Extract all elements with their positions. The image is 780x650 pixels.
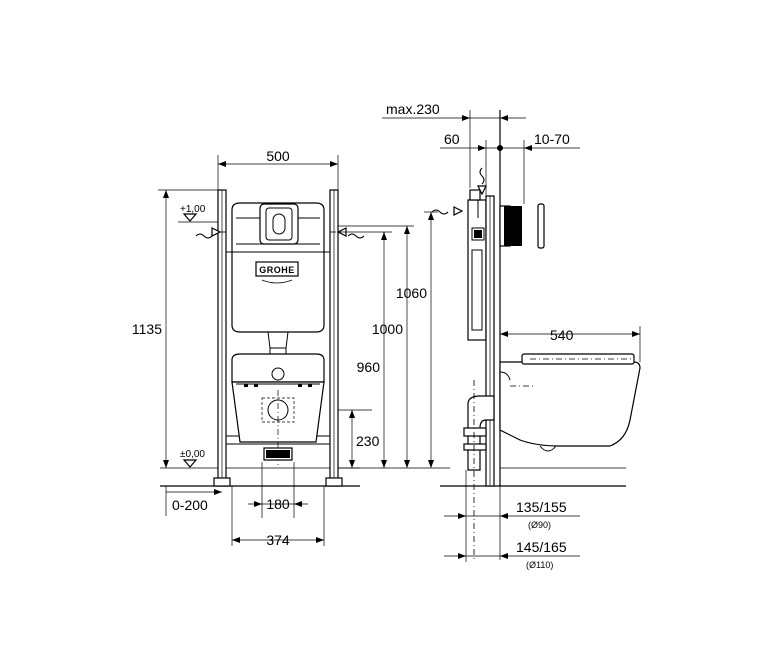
flush-plate-side — [499, 203, 545, 249]
dim-374-label: 374 — [266, 532, 290, 548]
dim-145-165: 145/165 (Ø110) — [444, 522, 580, 570]
logo-text: GROHE — [259, 265, 295, 275]
dim-540: 540 — [500, 326, 641, 362]
dim-180-label: 180 — [266, 496, 290, 512]
dim-145-165-diameter: (Ø110) — [526, 560, 553, 570]
side-view: max.230 60 10-70 540 — [382, 101, 641, 570]
dim-540-label: 540 — [550, 327, 574, 343]
dim-0-200-label: 0-200 — [172, 497, 208, 513]
dim-60-label: 60 — [444, 131, 460, 147]
level-marker-top: +1,00 — [178, 204, 218, 223]
cistern: GROHE — [231, 202, 325, 357]
drain-pipe-side — [463, 380, 495, 560]
dim-1000-label: 1000 — [372, 321, 403, 337]
dim-0-200: 0-200 — [165, 486, 222, 516]
dim-500: 500 — [217, 148, 339, 190]
dim-180: 180 — [248, 462, 308, 518]
dim-960: 960 — [338, 231, 392, 468]
dim-60: 60 — [440, 131, 500, 196]
front-view: GROHE — [132, 148, 450, 548]
cistern-side — [467, 189, 495, 487]
water-inlet-left — [195, 227, 222, 239]
dim-1135-label: 1135 — [132, 321, 162, 337]
water-inlet-side — [431, 167, 487, 216]
dim-500-label: 500 — [266, 148, 290, 164]
level-top-label: +1,00 — [180, 204, 206, 215]
grohe-logo — [255, 261, 299, 277]
drain-outlet-front — [271, 367, 285, 381]
dim-1060-label: 1060 — [396, 285, 427, 301]
flush-plate — [259, 203, 299, 245]
level-zero-label: ±0,00 — [180, 449, 205, 460]
dim-135-155: 135/155 (Ø90) — [444, 470, 580, 560]
dim-10-70: 10-70 — [497, 131, 580, 204]
dim-max-230-label: max.230 — [386, 101, 440, 117]
dim-135-155-diameter: (Ø90) — [528, 520, 551, 530]
dim-374: 374 — [231, 486, 325, 548]
dim-max-230: max.230 — [382, 101, 526, 188]
dim-10-70-label: 10-70 — [534, 131, 570, 147]
dim-145-165-label: 145/165 — [516, 539, 567, 555]
wc-pan-front — [231, 353, 325, 466]
dim-1000: 1000 — [338, 225, 414, 468]
dim-135-155-label: 135/155 — [516, 499, 567, 515]
dim-1135: 1135 — [132, 189, 218, 468]
level-marker-zero: ±0,00 — [180, 449, 205, 468]
water-inlet-right — [336, 227, 365, 239]
dim-230-label: 230 — [356, 433, 380, 449]
wc-pan-side — [499, 353, 641, 452]
dim-1060: 1060 — [396, 211, 438, 468]
dim-960-label: 960 — [357, 359, 381, 375]
dim-230: 230 — [338, 409, 380, 468]
